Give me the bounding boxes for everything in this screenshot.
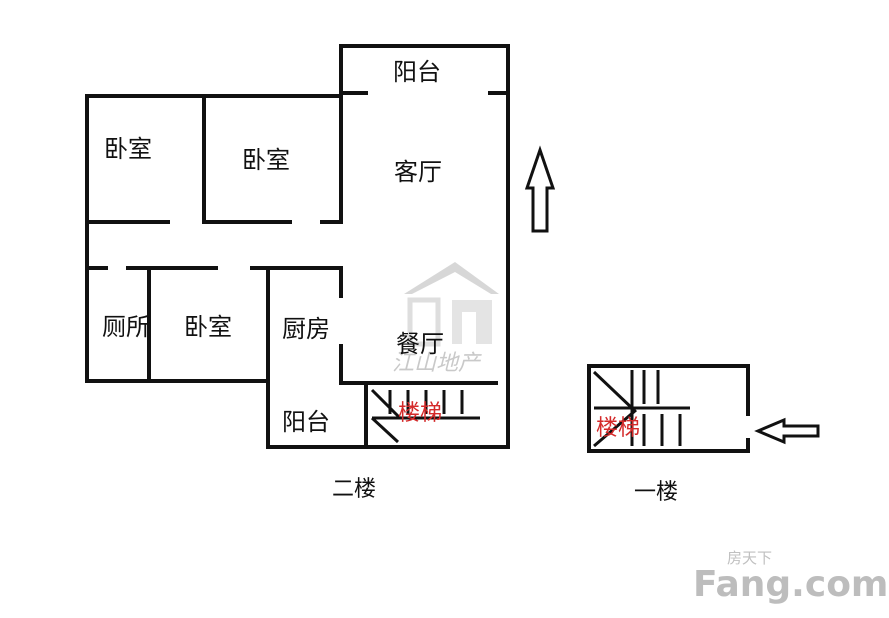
logo-big-text: Fang.com (693, 564, 888, 605)
fang-logo: 房天下 Fang.com (693, 549, 888, 605)
floor1-stairs (592, 370, 690, 448)
house-watermark-icon (404, 262, 499, 347)
floor1-stairs-label: 楼梯 (596, 416, 640, 441)
balcony-top-label: 阳台 (393, 58, 441, 86)
floor2-stairs-label: 楼梯 (398, 401, 442, 426)
toilet-label: 厕所 (102, 313, 150, 341)
bedroom-2-label: 卧室 (242, 146, 290, 174)
north-arrow-icon (524, 145, 556, 233)
floor1-walls (587, 364, 750, 453)
entrance-arrow-icon (754, 417, 820, 445)
floor2-stairs (370, 388, 480, 444)
floor2-walls (85, 44, 510, 449)
balcony-bottom-label: 阳台 (282, 408, 330, 436)
floor2-title: 二楼 (332, 477, 376, 502)
kitchen-label: 厨房 (282, 315, 330, 343)
living-room-label: 客厅 (394, 158, 442, 186)
watermark-text: 江山地产 (392, 351, 482, 376)
bedroom-3-label: 卧室 (184, 313, 232, 341)
logo-small-text: 房天下 (727, 549, 772, 567)
floor1-title: 一楼 (634, 480, 678, 505)
bedroom-1-label: 卧室 (104, 135, 152, 163)
dining-room-label: 餐厅 (396, 330, 444, 358)
